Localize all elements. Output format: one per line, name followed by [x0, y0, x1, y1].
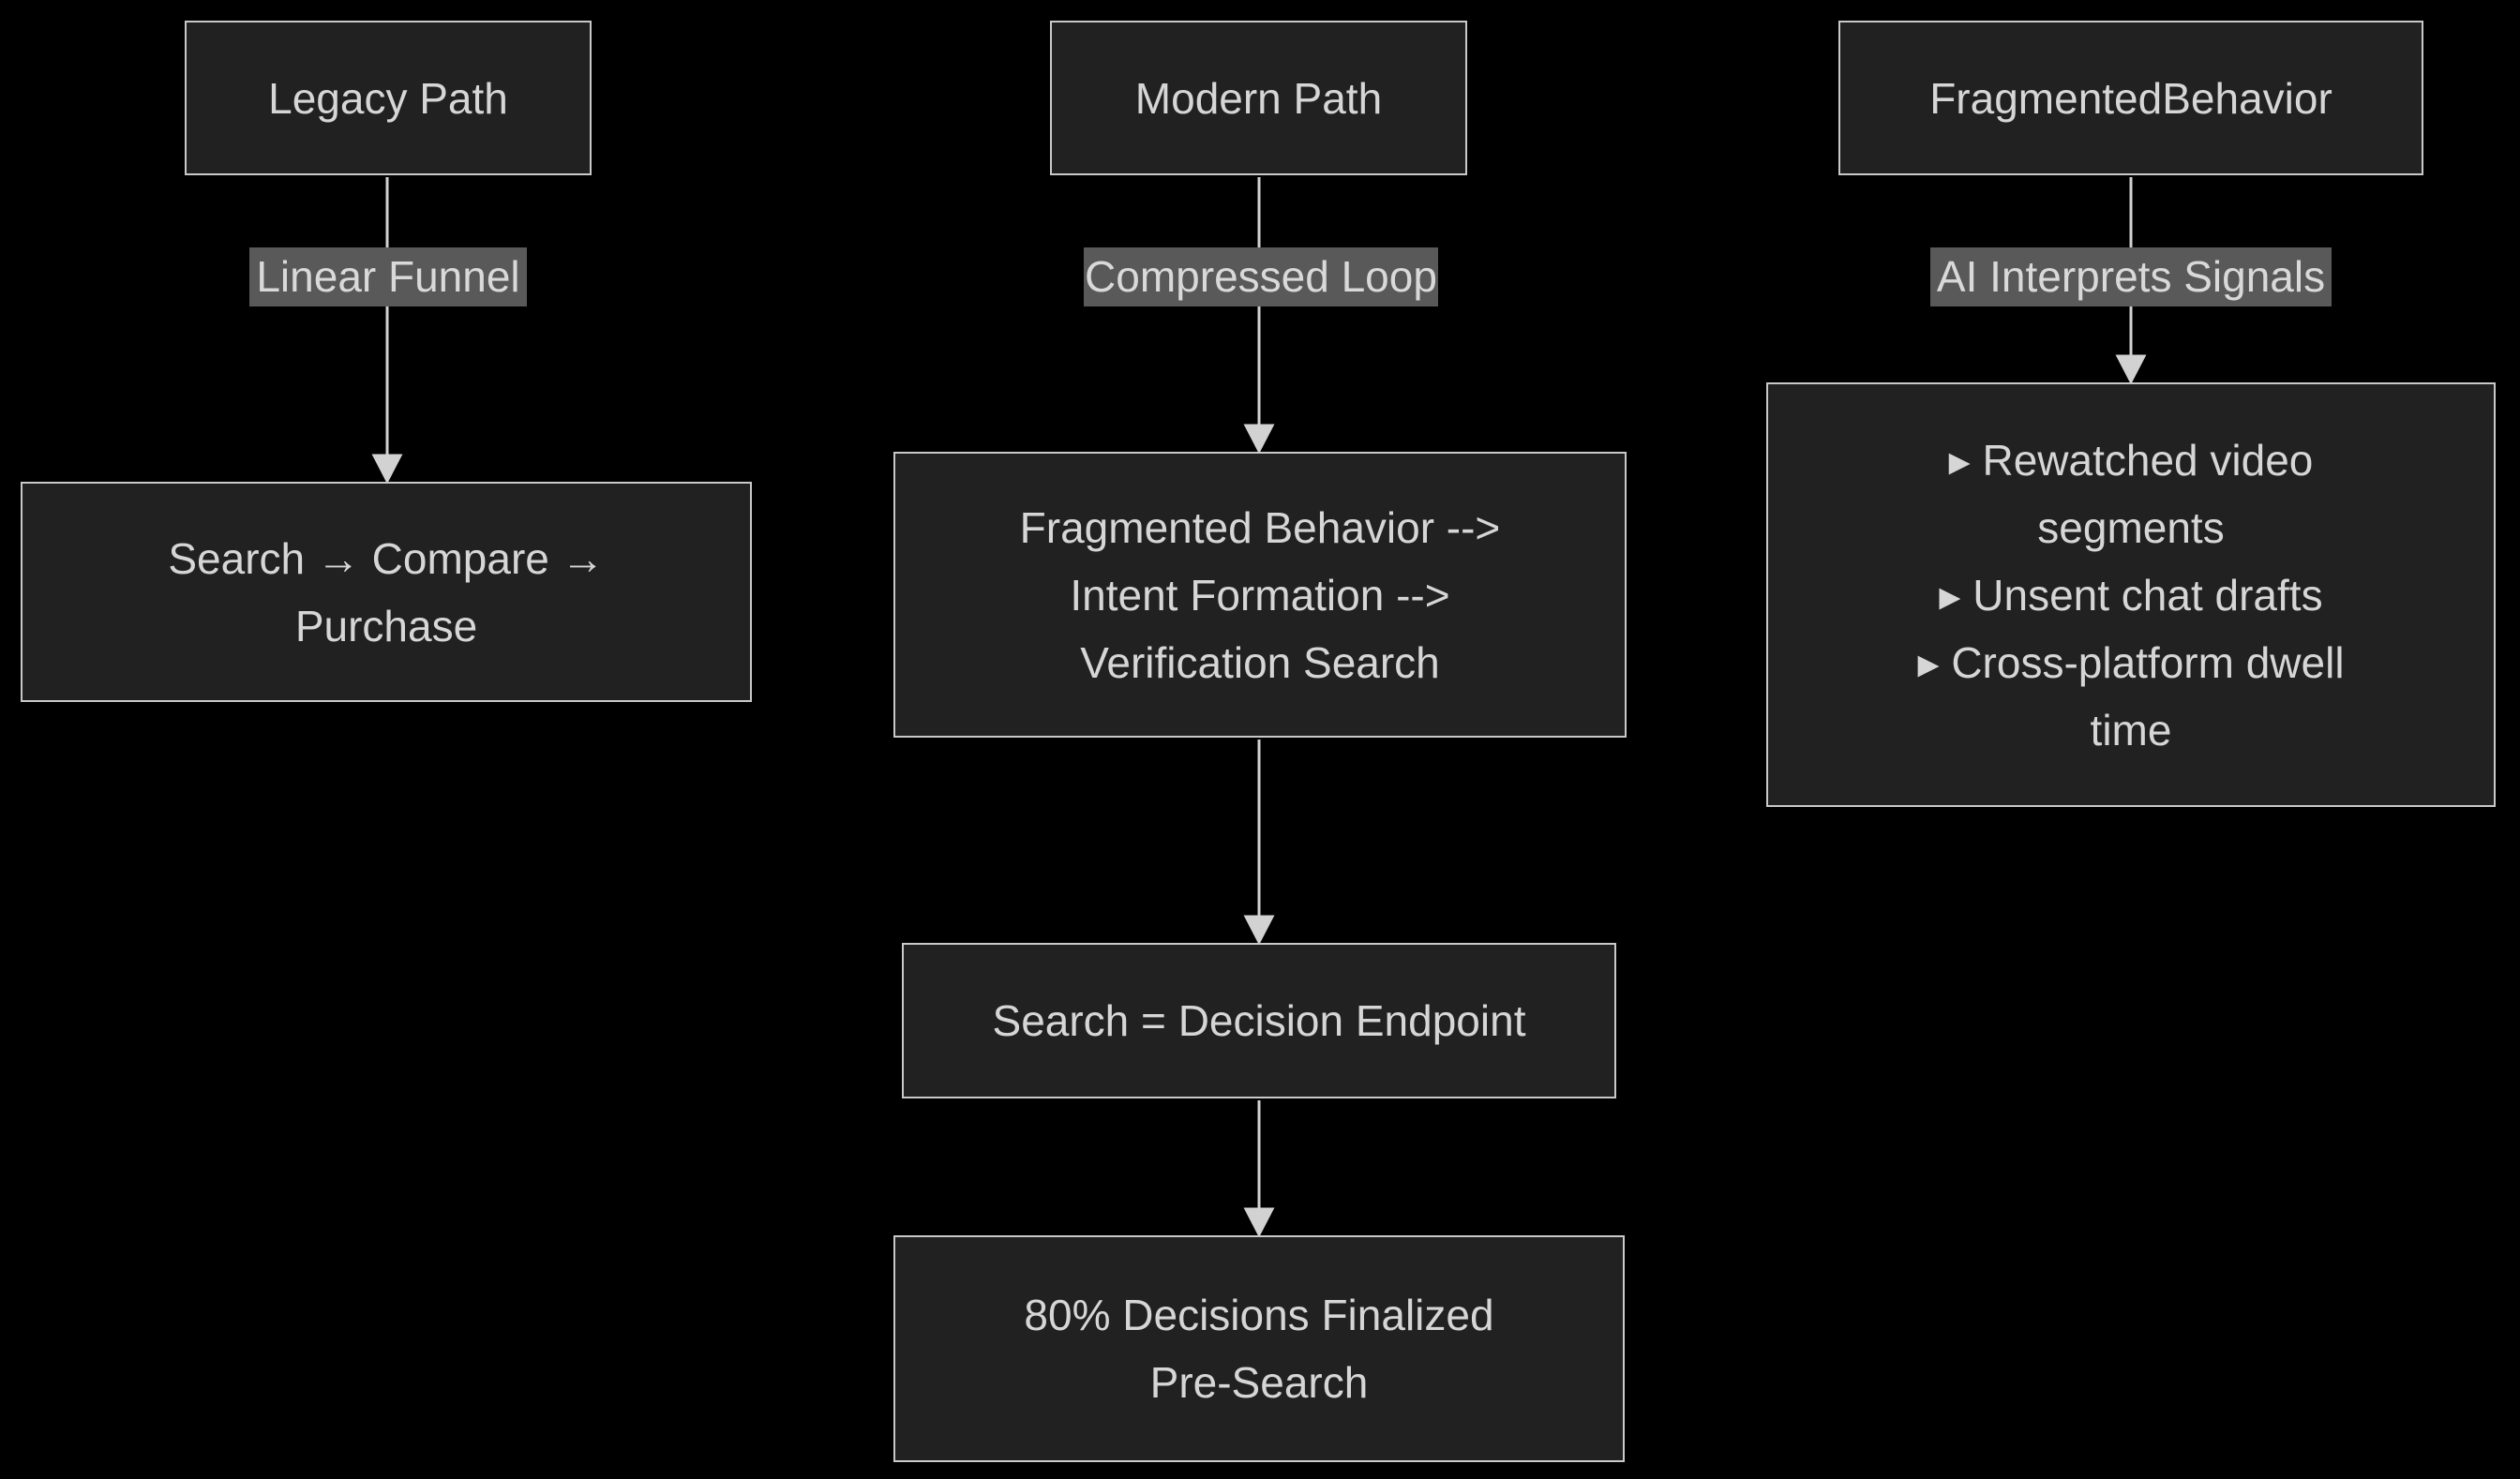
node-legacy-path: Legacy Path [185, 21, 592, 175]
arrow-loop-to-endpoint [1243, 740, 1275, 946]
edge-label-ai-interprets-signals: AI Interprets Signals [1930, 247, 2332, 306]
node-fragmented-behavior: FragmentedBehavior [1838, 21, 2423, 175]
node-decision-endpoint: Search = Decision Endpoint [902, 943, 1616, 1098]
node-pre-search: 80% Decisions Finalized Pre-Search [893, 1235, 1625, 1462]
node-modern-path: Modern Path [1050, 21, 1467, 175]
node-legacy-funnel-steps: Search → Compare → Purchase [21, 482, 752, 702]
node-modern-loop: Fragmented Behavior --> Intent Formation… [893, 452, 1627, 738]
arrow-modern-to-loop [1243, 177, 1275, 455]
arrow-endpoint-to-presearch [1243, 1100, 1275, 1238]
arrow-legacy-to-funnel-steps [371, 177, 403, 485]
node-behavior-signals: ▸ Rewatched video segments ▸ Unsent chat… [1766, 382, 2496, 807]
edge-label-linear-funnel: Linear Funnel [249, 247, 527, 306]
edge-label-compressed-loop: Compressed Loop [1084, 247, 1438, 306]
